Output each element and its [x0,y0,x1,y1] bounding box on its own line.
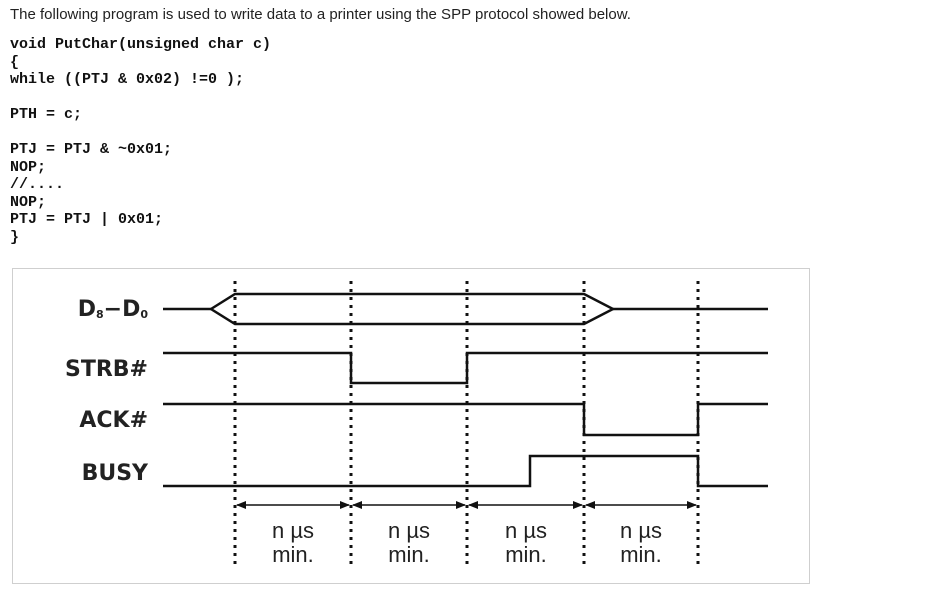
interval-label: n µs min. [238,519,348,567]
code-line: void PutChar(unsigned char c) [10,36,272,53]
data-bus-label-main: D [122,297,141,322]
code-line [10,89,271,107]
data-bus-label: D8−D0 [13,297,148,322]
interval-min: min. [388,542,430,567]
code-block: void PutChar(unsigned char c){while ((PT… [10,36,271,246]
interval-min: min. [272,542,314,567]
interval-label: n µs min. [471,519,581,567]
code-line: PTJ = PTJ & ~0x01; [10,141,173,158]
data-bus-label-dash: − [103,297,123,322]
busy-label: BUSY [81,461,148,486]
interval-min: min. [620,542,662,567]
interval-duration: n µs [619,518,663,543]
busy-waveform [163,454,768,488]
timing-diagram-svg [163,281,768,569]
data-bus-label-main: D [77,297,96,322]
interval-min: min. [505,542,547,567]
interval-duration: n µs [387,518,431,543]
intro-text: The following program is used to write d… [10,6,631,23]
data-bus-waveform [163,292,768,326]
strobe-label: STRB# [65,357,148,382]
ack-waveform [163,402,768,437]
code-line: PTH = c; [10,106,83,123]
interval-duration: n µs [271,518,315,543]
code-line: //.... [10,176,65,193]
code-line: { [10,53,20,71]
strobe-waveform [163,351,768,385]
interval-duration: n µs [504,518,548,543]
ack-label: ACK# [79,408,148,433]
code-line: } [10,228,20,246]
code-line: NOP; [10,193,47,211]
code-line: while ((PTJ & 0x02) !=0 ); [10,71,245,88]
code-line: NOP; [10,158,47,176]
interval-label: n µs min. [354,519,464,567]
data-bus-label-sub-low: 0 [140,308,148,321]
code-line [10,124,271,142]
interval-label: n µs min. [586,519,696,567]
timing-diagram: D8−D0 STRB# ACK# BUSY n µs min. n µs min… [12,268,810,584]
data-bus-label-sub-high: 8 [95,308,104,321]
code-line: PTJ = PTJ | 0x01; [10,211,164,228]
